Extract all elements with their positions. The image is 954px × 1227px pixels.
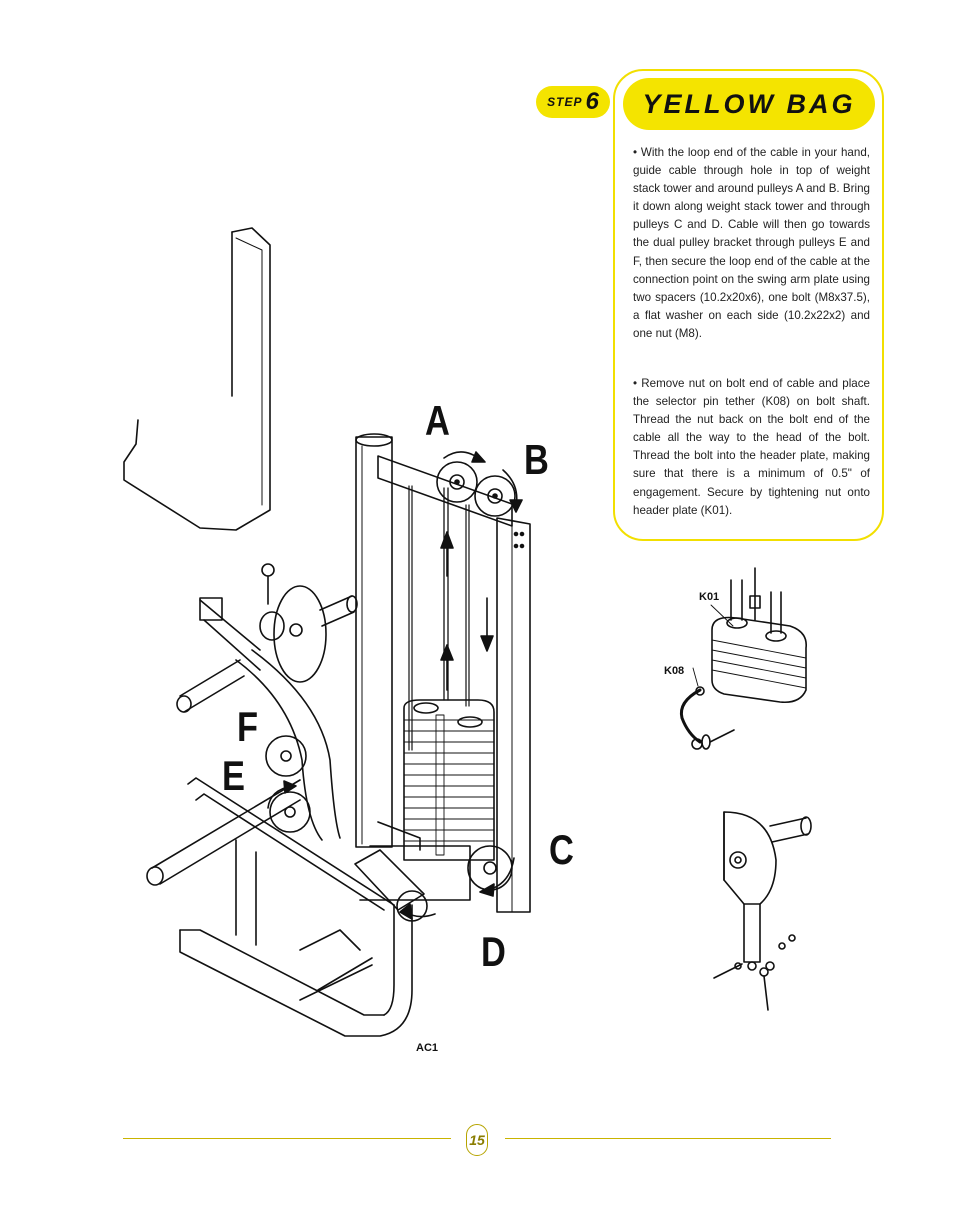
tower-base-bracket [377,821,421,851]
label-b: B [524,436,549,483]
guide-rods [408,485,470,751]
instruction-paragraph-1: • With the loop end of the cable in your… [633,146,870,340]
pulley-f [265,735,307,777]
step-number: 6 [585,88,599,115]
footer-rule-left [123,1138,451,1139]
weight-stack [403,699,495,861]
page-title: YELLOW BAG [623,78,875,130]
backrest-pad [123,227,271,531]
swing-arm-connection-inset [713,811,812,1011]
tower-right-upright [496,517,531,913]
cable-arrows [440,531,494,691]
main-frame [179,777,413,1037]
swing-arm [176,597,341,841]
pulley-a [436,461,478,503]
swing-arm-plate [259,563,358,683]
tower-left-upright [355,433,393,848]
label-k08: K08 [664,665,685,677]
label-f: F [237,703,259,750]
pulley-e [269,791,311,833]
label-e: E [222,752,245,799]
step-word: STEP [547,95,583,109]
page-number: 15 [466,1124,488,1156]
label-k01: K01 [699,591,720,603]
header-plate-inset [679,567,807,750]
footer-rule-right [505,1138,831,1139]
label-a: A [425,397,450,444]
instruction-paragraph-2: • Remove nut on bolt end of cable and pl… [633,377,870,517]
pulley-c [467,845,513,891]
header-plate [377,455,513,527]
step-badge: STEP 6 [536,86,610,118]
cable [443,487,449,701]
label-c: C [549,826,574,873]
cross-bar [146,779,301,886]
label-ac1: AC1 [416,1042,439,1054]
label-d: D [481,928,506,975]
pulley-b [474,475,516,517]
instruction-panel [613,69,884,541]
